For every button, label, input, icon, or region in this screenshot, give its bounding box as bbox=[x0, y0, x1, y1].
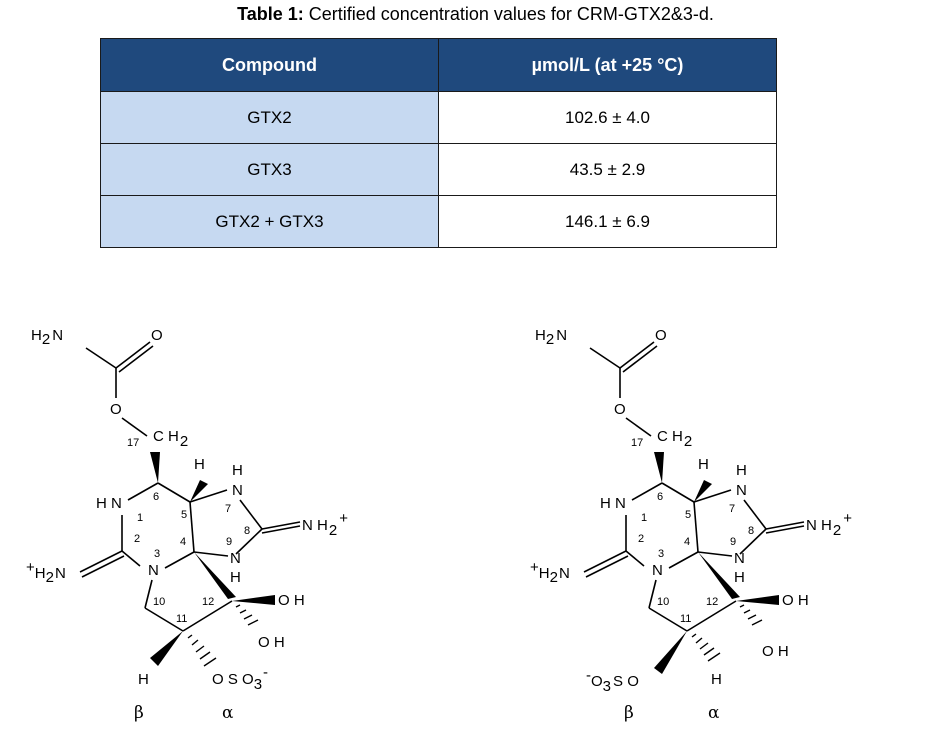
atom-h-5: H bbox=[194, 456, 205, 473]
atom-oh-12a: O H bbox=[278, 592, 305, 609]
atom-number: 2 bbox=[134, 533, 140, 545]
structure-gtx3-bonds bbox=[583, 341, 805, 632]
atom-n-3: N bbox=[652, 562, 663, 579]
header-concentration: µmol/L (at +25 °C) bbox=[438, 38, 777, 92]
atom-ester-o: O bbox=[110, 401, 122, 418]
atom-n-7: N bbox=[736, 482, 747, 499]
atom-oso3: O S O3- bbox=[212, 664, 268, 693]
atom-h-7: H bbox=[232, 462, 243, 479]
table-caption: Table 1: Certified concentration values … bbox=[0, 3, 951, 25]
cell-compound: GTX2 + GTX3 bbox=[100, 195, 439, 248]
atom-number: 8 bbox=[244, 525, 250, 537]
atom-n-9: N bbox=[734, 550, 745, 567]
atom-number: 4 bbox=[684, 536, 690, 548]
atom-number: 1 bbox=[641, 512, 647, 524]
structure-gtx2-stereo bbox=[150, 452, 275, 667]
atom-h-11: H bbox=[138, 671, 149, 688]
atom-ester-o: O bbox=[614, 401, 626, 418]
table-header-row: Compound µmol/L (at +25 °C) bbox=[100, 38, 777, 92]
atom-number: 4 bbox=[180, 536, 186, 548]
atom-number: 3 bbox=[658, 548, 664, 560]
atom-h-11: H bbox=[711, 671, 722, 688]
atom-number: 5 bbox=[181, 509, 187, 521]
atom-number: 6 bbox=[657, 491, 663, 503]
atom-number: 8 bbox=[748, 525, 754, 537]
cell-value: 43.5 ± 2.9 bbox=[438, 143, 777, 196]
label-beta: β bbox=[134, 703, 144, 723]
caption-text: Certified concentration values for CRM-G… bbox=[308, 4, 714, 24]
cell-value: 102.6 ± 4.0 bbox=[438, 91, 777, 144]
cell-compound: GTX2 bbox=[100, 91, 439, 144]
atom-n-3: N bbox=[148, 562, 159, 579]
atom-n-7: N bbox=[232, 482, 243, 499]
atom-number: 10 bbox=[153, 596, 165, 608]
atom-number: 6 bbox=[153, 491, 159, 503]
cell-compound: GTX3 bbox=[100, 143, 439, 196]
atom-h2n-plus: +H2N bbox=[26, 559, 66, 586]
label-beta: β bbox=[624, 703, 634, 723]
atom-number: 2 bbox=[638, 533, 644, 545]
cell-value: 146.1 ± 6.9 bbox=[438, 195, 777, 248]
atom-number: 17 bbox=[127, 437, 139, 449]
atom-number: 10 bbox=[657, 596, 669, 608]
atom-number: 11 bbox=[176, 613, 187, 625]
concentration-table: Compound µmol/L (at +25 °C) GTX2 102.6 ±… bbox=[100, 38, 777, 248]
atom-number: 3 bbox=[154, 548, 160, 560]
atom-n-9: N bbox=[230, 550, 241, 567]
structure-gtx3-stereo bbox=[654, 452, 779, 674]
atom-h-5: H bbox=[698, 456, 709, 473]
label-alpha: α bbox=[708, 703, 720, 723]
atom-h-7: H bbox=[736, 462, 747, 479]
atom-carbonyl-o: O bbox=[151, 327, 163, 344]
atom-nh2-plus: N H2+ bbox=[806, 510, 852, 539]
atom-number: 5 bbox=[685, 509, 691, 521]
table-row: GTX2 + GTX3 146.1 ± 6.9 bbox=[100, 195, 777, 248]
structure-gtx2-bonds bbox=[79, 341, 301, 632]
atom-nh2-plus: N H2+ bbox=[302, 510, 348, 539]
atom-number: 12 bbox=[202, 596, 214, 608]
atom-hn-1: H N bbox=[600, 495, 626, 512]
atom-number: 11 bbox=[680, 613, 691, 625]
atom-h-9: H bbox=[230, 569, 241, 586]
atom-number: 9 bbox=[226, 536, 232, 548]
atom-hn-1: H N bbox=[96, 495, 122, 512]
header-compound: Compound bbox=[100, 38, 439, 92]
atom-h2n-plus: +H2N bbox=[530, 559, 570, 586]
atom-number: 7 bbox=[729, 503, 735, 515]
label-alpha: α bbox=[222, 703, 234, 723]
atom-ch2: C H2 bbox=[153, 428, 188, 450]
caption-prefix: Table 1: bbox=[237, 4, 304, 24]
atom-number: 7 bbox=[225, 503, 231, 515]
atom-oh-12b: O H bbox=[258, 634, 285, 651]
atom-number: 12 bbox=[706, 596, 718, 608]
table-row: GTX3 43.5 ± 2.9 bbox=[100, 143, 777, 196]
atom-oh-12a: O H bbox=[782, 592, 809, 609]
atom-number: 17 bbox=[631, 437, 643, 449]
atom-ch2: C H2 bbox=[657, 428, 692, 450]
atom-number: 1 bbox=[137, 512, 143, 524]
table-row: GTX2 102.6 ± 4.0 bbox=[100, 91, 777, 144]
atom-number: 9 bbox=[730, 536, 736, 548]
atom-oh-12b: O H bbox=[762, 643, 789, 660]
atom-h-9: H bbox=[734, 569, 745, 586]
atom-carbonyl-o: O bbox=[655, 327, 667, 344]
